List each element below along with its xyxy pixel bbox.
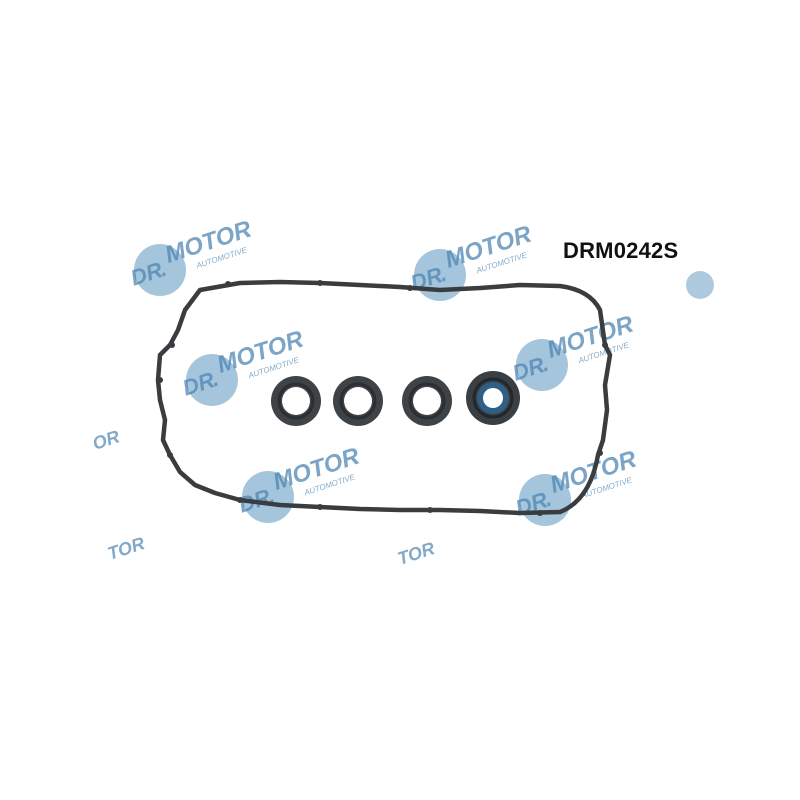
watermark-logo: OR TOR TOR [90, 215, 714, 569]
svg-text:TOR: TOR [395, 538, 437, 569]
svg-text:OR: OR [90, 426, 122, 453]
spark-plug-seal [402, 376, 452, 426]
part-number: DRM0242S [563, 238, 679, 263]
valve-cover-gasket [155, 279, 613, 516]
svg-text:TOR: TOR [105, 533, 147, 564]
gasket-tabs [157, 280, 608, 516]
spark-plug-seal [466, 371, 520, 425]
spark-plug-seal [333, 376, 383, 426]
spark-plug-seal [271, 376, 321, 426]
